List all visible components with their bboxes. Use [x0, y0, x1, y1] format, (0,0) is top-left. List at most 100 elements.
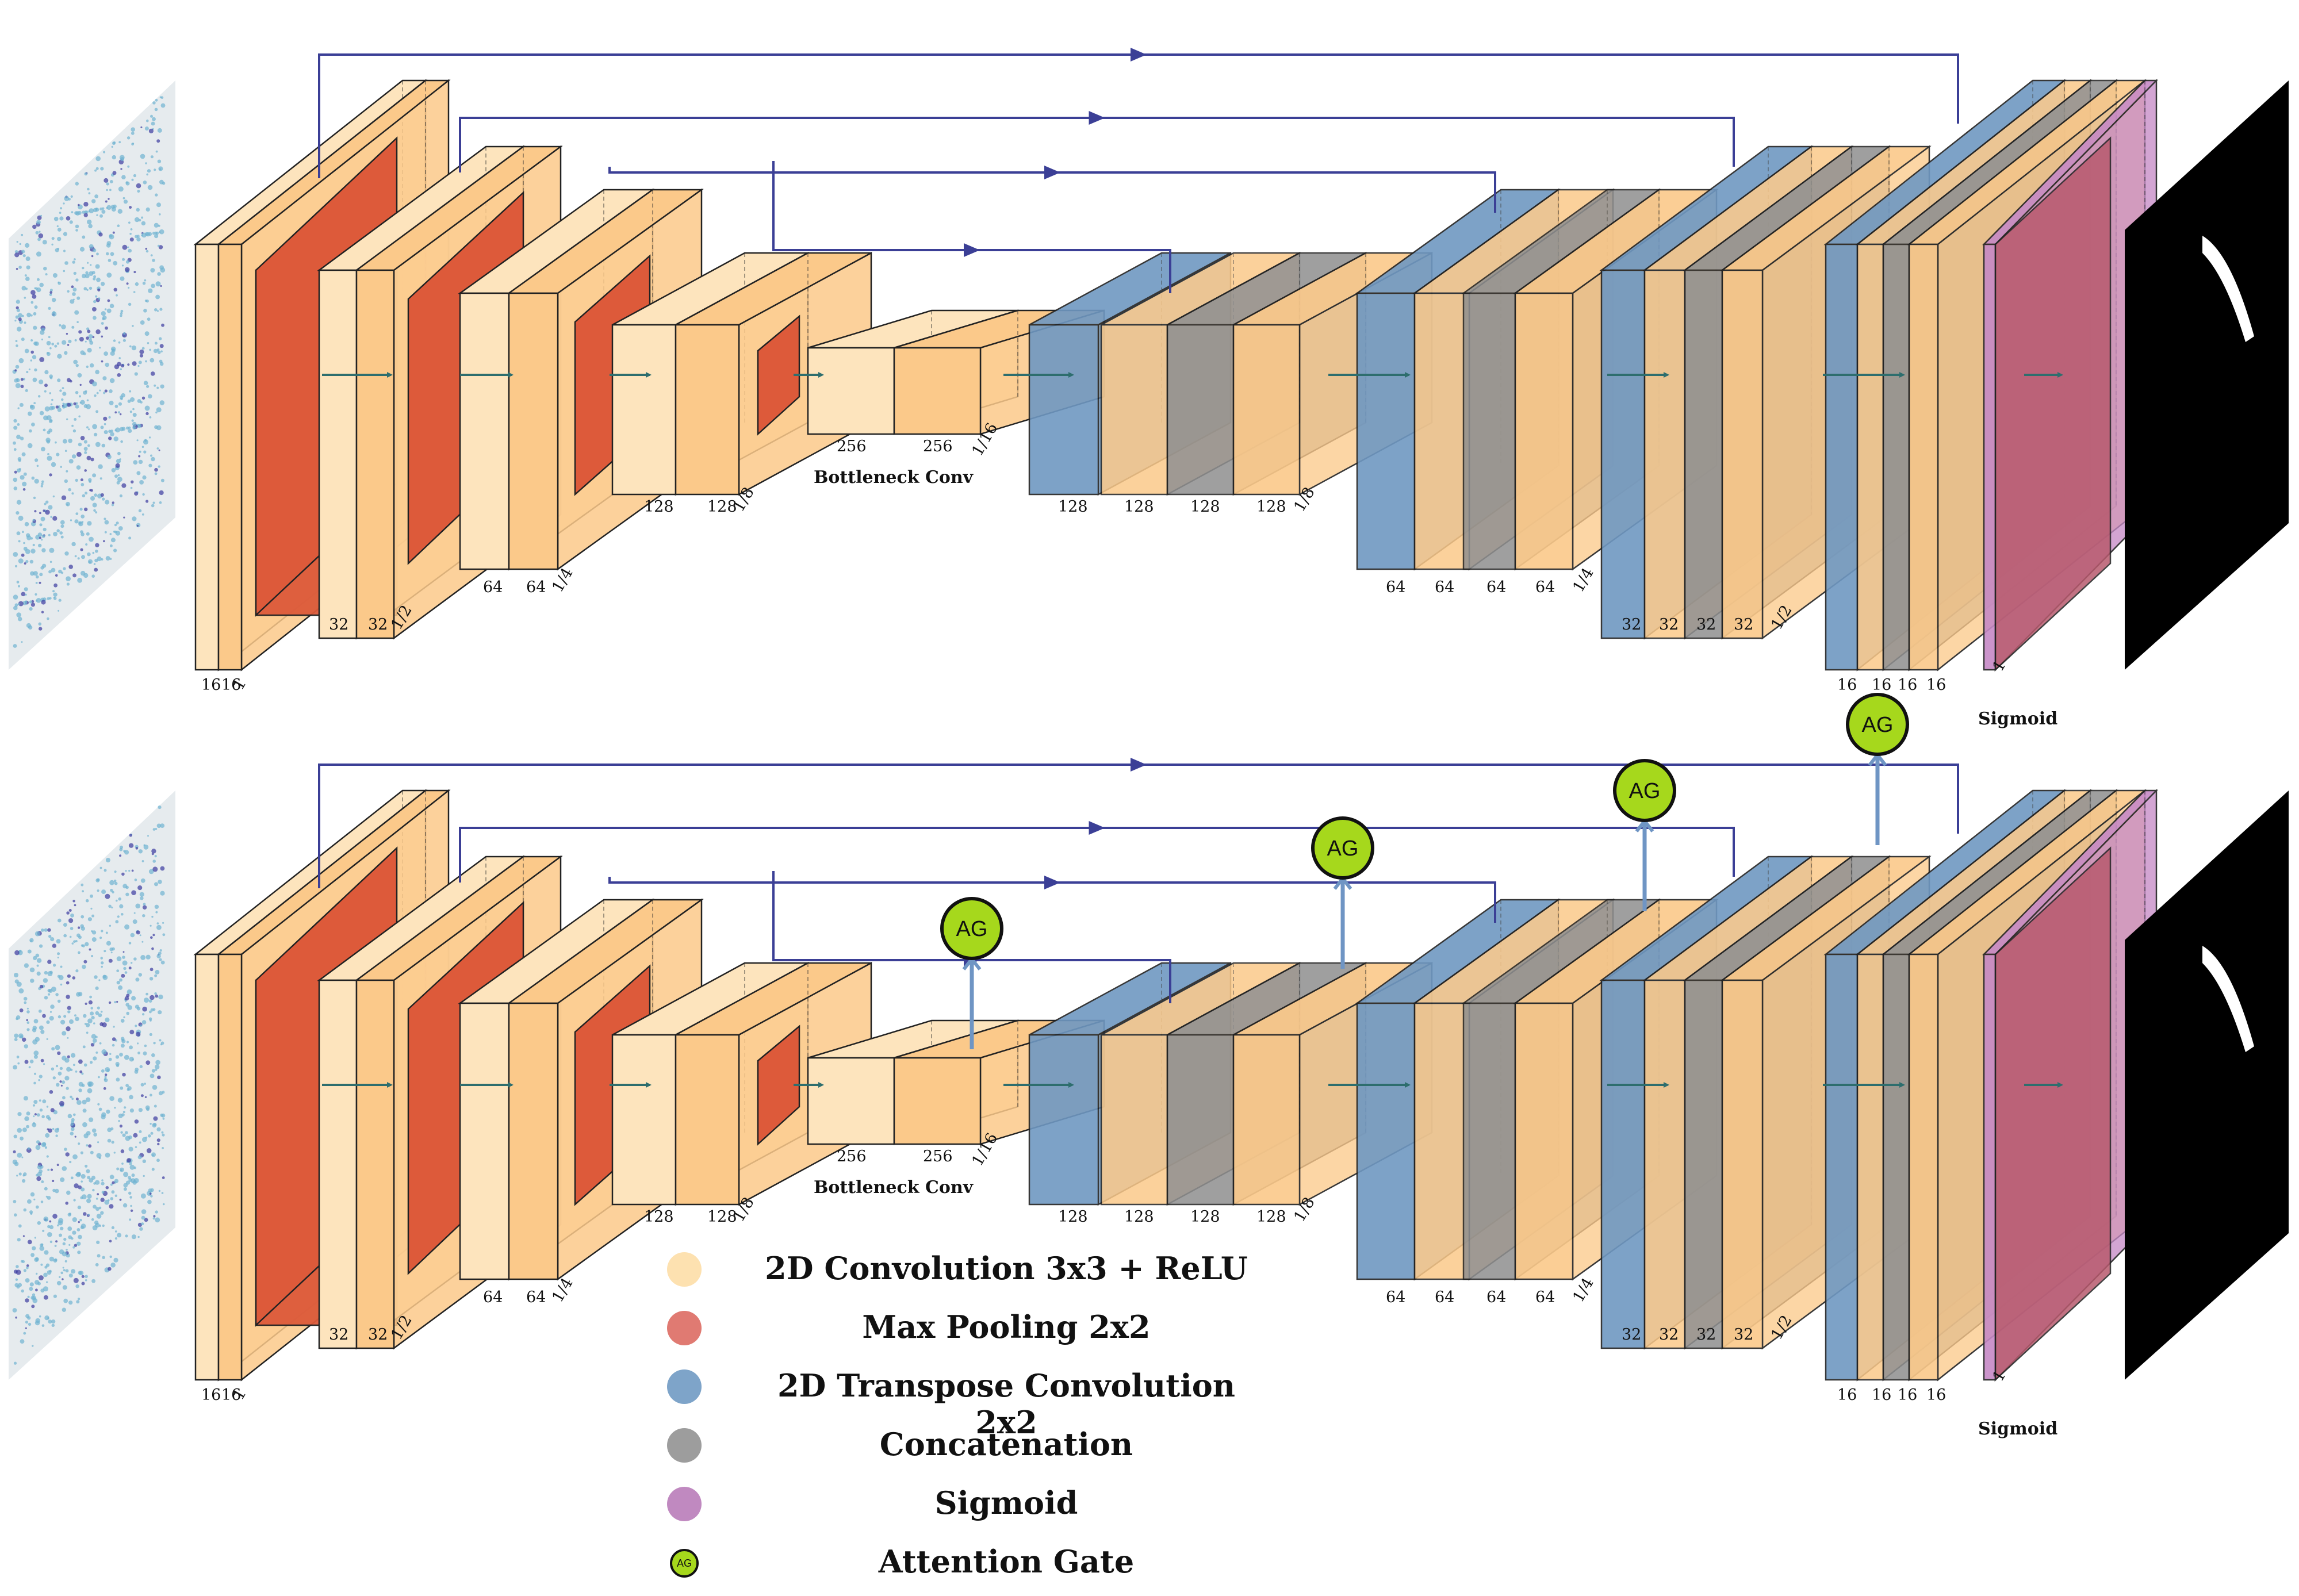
sigmoid-caption: Sigmoid — [1978, 1419, 2057, 1439]
channel-label: 64 — [483, 1288, 503, 1306]
channel-label: 128 — [707, 498, 737, 516]
channel-label: 64 — [1386, 578, 1405, 596]
skip-arrow-head — [1131, 758, 1147, 772]
legend-item: 2D Convolution 3x3 + ReLU — [667, 1242, 1288, 1294]
channel-label: 64 — [526, 1288, 546, 1306]
channel-label: 16 — [1926, 676, 1946, 694]
channel-label: 16 — [221, 676, 241, 694]
channel-label: 128 — [1190, 498, 1220, 516]
attention-gate-label: AG — [1629, 779, 1661, 803]
output-mask — [2125, 791, 2289, 1380]
channel-label: 256 — [923, 1148, 953, 1165]
channel-label: 128 — [1124, 498, 1154, 516]
channel-label: 256 — [837, 1148, 867, 1165]
channel-label: 128 — [1124, 1208, 1154, 1226]
channel-label: 256 — [923, 438, 953, 455]
channel-label: 16 — [201, 1386, 221, 1404]
channel-label: 16 — [1837, 1386, 1857, 1404]
skip-arrow-head — [1131, 48, 1147, 62]
channel-label: 32 — [1622, 1326, 1641, 1344]
channel-label: 32 — [1734, 1326, 1753, 1344]
channel-label: 64 — [1435, 578, 1454, 596]
channel-label: 32 — [329, 1326, 348, 1344]
legend-swatch — [667, 1311, 702, 1345]
skip-arrow-head — [1044, 166, 1060, 179]
legend-item: Max Pooling 2x2 — [667, 1300, 1288, 1352]
attention-gate-label: AG — [1327, 837, 1359, 861]
legend: 2D Convolution 3x3 + ReLU Max Pooling 2x2… — [667, 1242, 1288, 1587]
channel-label: 128 — [1256, 1208, 1286, 1226]
skip-connection-1 — [318, 764, 1959, 888]
channel-label: 16 — [1837, 676, 1857, 694]
legend-item: AG Attention Gate — [667, 1535, 1288, 1587]
sigmoid-caption: Sigmoid — [1978, 709, 2057, 729]
channel-label: 64 — [1535, 1288, 1555, 1306]
channel-label: 128 — [707, 1208, 737, 1226]
legend-label: Max Pooling 2x2 — [862, 1309, 1151, 1345]
channel-label: 32 — [1622, 616, 1641, 634]
legend-item: Sigmoid — [667, 1476, 1288, 1528]
channel-label: 32 — [329, 616, 348, 634]
skip-arrow-head — [964, 243, 980, 257]
channel-label: 32 — [368, 616, 388, 634]
bottleneck-caption: Bottleneck Conv — [814, 1177, 974, 1198]
channel-label: 128 — [644, 1208, 674, 1226]
legend-swatch — [667, 1369, 702, 1404]
legend-item: Concatenation — [667, 1418, 1288, 1470]
legend-label: 2D Transpose Convolution 2x2 — [777, 1367, 1236, 1441]
channel-label: 16 — [1898, 1386, 1917, 1404]
input-image — [9, 791, 175, 1380]
legend-swatch — [667, 1487, 702, 1521]
skip-arrow-head — [1044, 876, 1060, 889]
attention-gate-icon: AG — [670, 1549, 699, 1578]
attention-gate — [1613, 759, 1676, 822]
output-mask — [2125, 80, 2289, 670]
maxpool-4 — [757, 1025, 800, 1146]
legend-label: Sigmoid — [934, 1484, 1078, 1521]
legend-label: Attention Gate — [878, 1543, 1135, 1580]
channel-label: 16 — [1926, 1386, 1946, 1404]
channel-label: 16 — [221, 1386, 241, 1404]
attention-gate-label: AG — [956, 917, 988, 941]
legend-swatch — [667, 1252, 702, 1287]
input-image — [9, 80, 175, 670]
channel-label: 32 — [1734, 616, 1753, 634]
channel-label: 128 — [1190, 1208, 1220, 1226]
channel-label: 256 — [837, 438, 867, 455]
sigmoid-face — [1994, 846, 2112, 1382]
channel-label: 32 — [1696, 616, 1716, 634]
attention-gate — [1311, 816, 1374, 880]
bottleneck-caption: Bottleneck Conv — [814, 467, 974, 488]
attention-gate — [1846, 693, 1909, 756]
legend-item: 2D Transpose Convolution 2x2 — [667, 1359, 1288, 1441]
skip-connection-2 — [459, 827, 1735, 883]
legend-swatch — [667, 1428, 702, 1463]
channel-label: 16 — [1898, 676, 1917, 694]
attention-gate-label: AG — [1862, 713, 1894, 737]
channel-label: 64 — [1535, 578, 1555, 596]
channel-label: 32 — [1696, 1326, 1716, 1344]
skip-connection-2 — [459, 117, 1735, 172]
channel-label: 64 — [526, 578, 546, 596]
channel-label: 128 — [1058, 498, 1088, 516]
channel-label: 64 — [1486, 1288, 1506, 1306]
legend-label: Concatenation — [879, 1426, 1133, 1463]
skip-arrow-head — [1089, 821, 1105, 835]
maxpool-4 — [757, 314, 800, 436]
channel-label: 32 — [368, 1326, 388, 1344]
channel-label: 64 — [483, 578, 503, 596]
channel-label: 128 — [1058, 1208, 1088, 1226]
skip-connection-1 — [318, 53, 1959, 178]
channel-label: 128 — [644, 498, 674, 516]
channel-label: 32 — [1659, 1326, 1679, 1344]
legend-label: 2D Convolution 3x3 + ReLU — [765, 1250, 1248, 1287]
channel-label: 32 — [1659, 616, 1679, 634]
channel-label: 64 — [1486, 578, 1506, 596]
channel-label: 16 — [201, 676, 221, 694]
channel-label: 64 — [1386, 1288, 1405, 1306]
attention-gate — [940, 897, 1003, 960]
skip-arrow-head — [1089, 111, 1105, 125]
